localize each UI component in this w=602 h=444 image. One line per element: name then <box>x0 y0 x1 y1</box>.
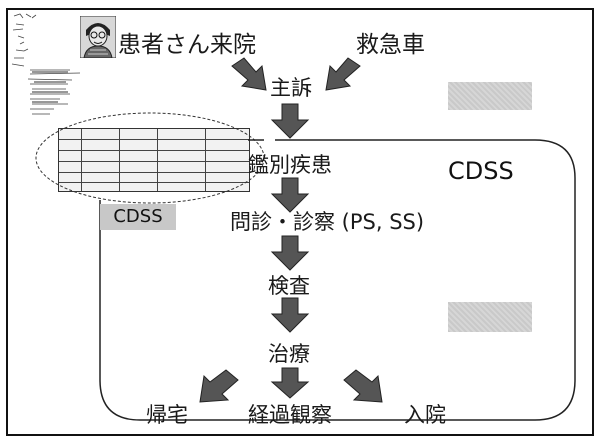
ambulance-label: 救急車 <box>356 34 425 57</box>
redacted-box <box>448 82 532 110</box>
interview-exam-label: 問診・診察 (PS, SS) <box>230 212 424 233</box>
person-portrait-icon <box>80 16 116 58</box>
treatment-label: 治療 <box>268 344 310 365</box>
redacted-box <box>448 302 532 332</box>
data-table-thumbnail <box>58 128 250 192</box>
patient-arrival-label: 患者さん来院 <box>118 34 256 57</box>
go-home-label: 帰宅 <box>146 405 188 426</box>
cdss-region-label: CDSS <box>448 157 514 185</box>
admission-label: 入院 <box>404 405 446 426</box>
chief-complaint-label: 主訴 <box>270 78 312 99</box>
cdss-tag: CDSS <box>100 204 176 230</box>
differential-diagnosis-label: 鑑別疾患 <box>248 155 332 176</box>
tests-label: 検査 <box>268 276 310 297</box>
observation-label: 経過観察 <box>248 405 332 426</box>
